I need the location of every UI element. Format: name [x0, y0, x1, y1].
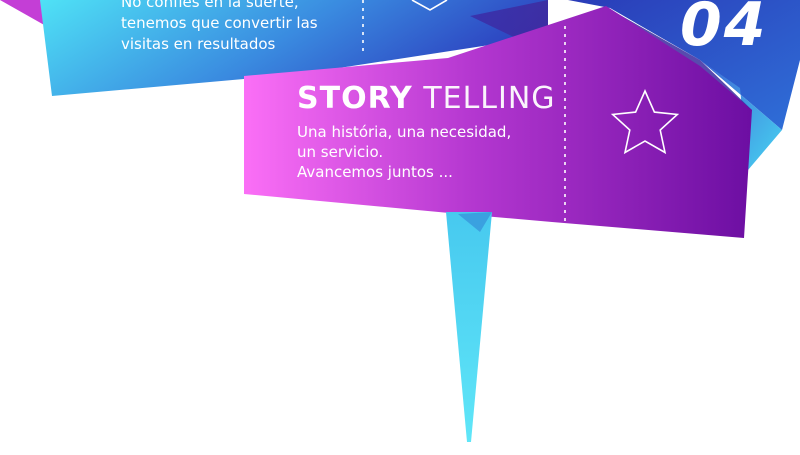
story-title-bold: STORY [297, 81, 413, 116]
story-body-line: Una história, una necesidad, [297, 123, 512, 141]
story-body-line: Avancemos juntos ... [297, 163, 453, 181]
step-number: 04 [680, 0, 768, 58]
ribbon-underside-fold [470, 0, 548, 40]
step-number-ribbon-fold [700, 60, 782, 170]
story-telling-title: STORY TELLING [297, 82, 556, 116]
previous-step-ribbon [40, 0, 548, 96]
previous-step-description: No confíes en la suerte, tenemos que con… [121, 0, 361, 55]
pointer-spike [446, 212, 492, 442]
story-title-light: TELLING [423, 81, 556, 116]
previous-step-fold-left [0, 0, 48, 26]
previous-step-line: visitas en resultados [121, 35, 276, 53]
story-telling-ribbon [244, 6, 752, 238]
star-outline-icon [411, 0, 448, 11]
story-body-line: un servicio. [297, 143, 384, 161]
step-number-value: 04 [680, 0, 768, 60]
star-outline-icon [610, 89, 680, 155]
pointer-spike-shade [458, 212, 492, 232]
previous-step-line: tenemos que convertir las [121, 14, 318, 32]
previous-step-line: No confíes en la suerte, [121, 0, 299, 11]
story-telling-description: Una história, una necesidad, un servicio… [297, 122, 547, 182]
step-number-ribbon [568, 0, 800, 130]
